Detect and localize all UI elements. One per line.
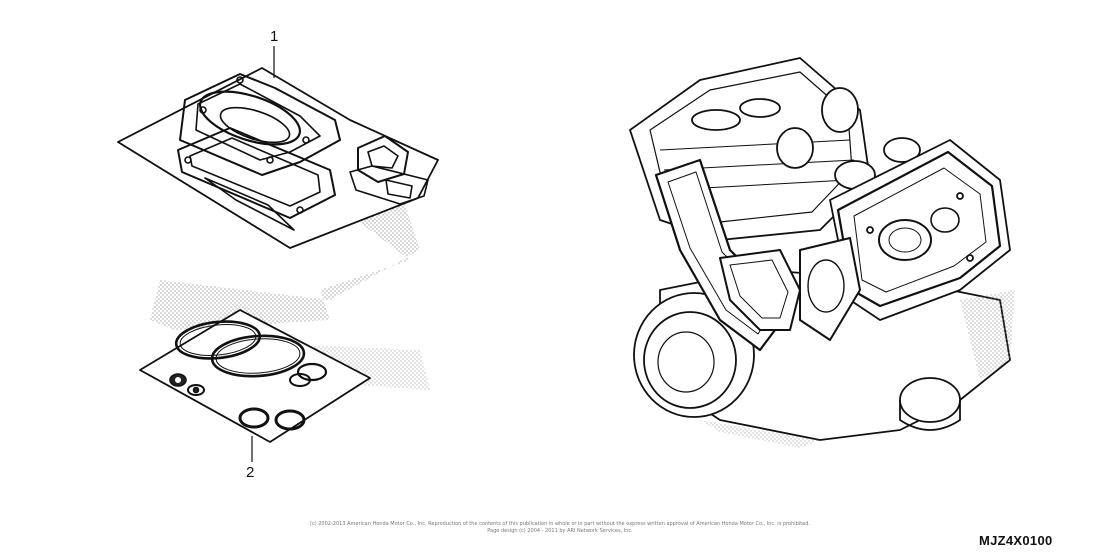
engine-shading [700,290,1015,448]
diagram-code: MJZ4X0100 [979,533,1053,548]
bottom-end-gasket-kit-icon [139,309,371,443]
callout-2-label[interactable]: 2 [246,464,255,481]
callout-1-label[interactable]: 1 [270,28,279,45]
copyright-line-1: (c) 2002-2013 American Honda Motor Co., … [310,521,810,527]
copyright-line-2: Page design (c) 2004 - 2011 by ARI Netwo… [487,528,633,534]
v-twin-engine-icon [629,57,1011,441]
stipple-background [150,190,430,390]
top-end-gasket-kit-icon [117,67,439,249]
